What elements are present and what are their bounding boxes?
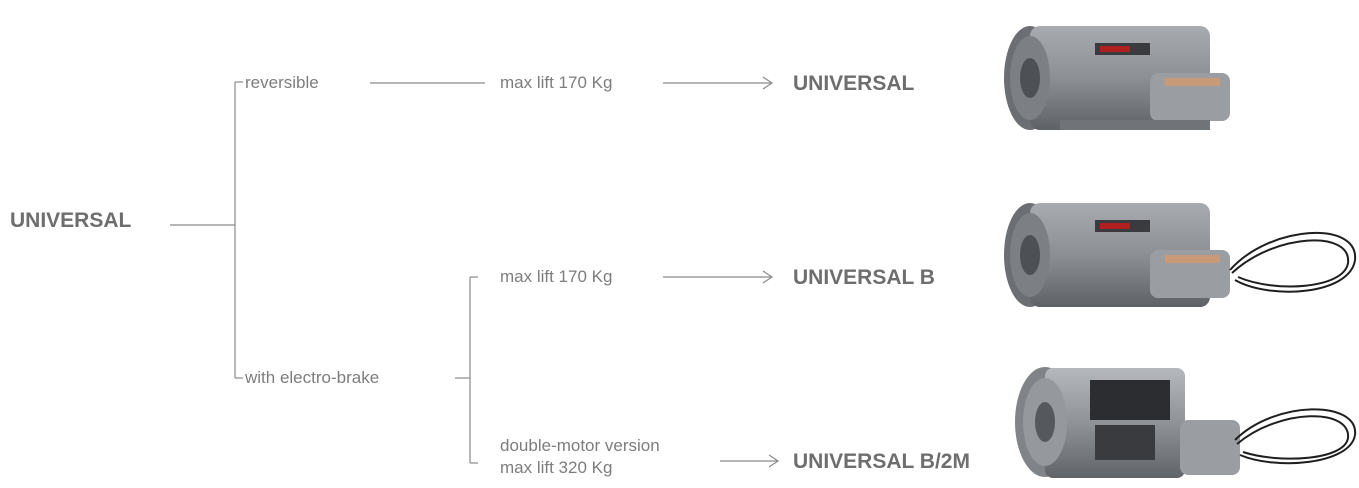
leaf-1-product: UNIVERSAL: [793, 72, 915, 95]
leaf-1-spec: max lift 170 Kg: [500, 73, 613, 92]
branch-electro-brake: with electro-brake: [245, 368, 380, 387]
leaf-3-product: UNIVERSAL B/2M: [793, 450, 970, 473]
leaf-2-spec: max lift 170 Kg: [500, 267, 613, 286]
branch-reversible: reversible: [245, 73, 319, 92]
leaf-3-spec-line2: max lift 320 Kg: [500, 458, 613, 477]
motor-icon: [1004, 26, 1230, 130]
motor-with-cable-icon: [1004, 203, 1357, 307]
leaf-2-product: UNIVERSAL B: [793, 266, 935, 289]
double-motor-with-cable-icon: [1015, 367, 1357, 478]
root-label: UNIVERSAL: [10, 209, 132, 232]
leaf-3-spec-line1: double-motor version: [500, 436, 660, 455]
